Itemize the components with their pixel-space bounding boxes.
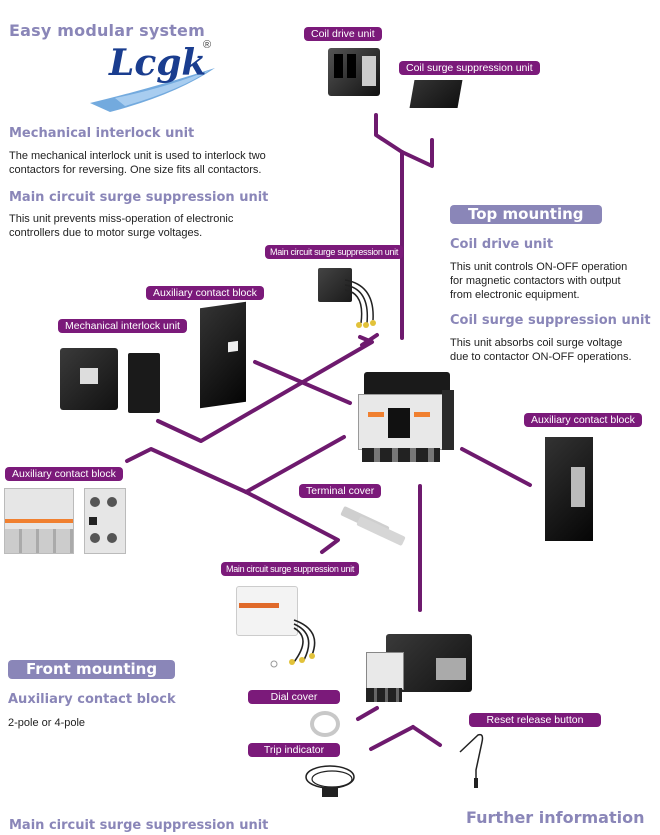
- tag-coil-surge-unit: Coil surge suppression unit: [399, 61, 540, 75]
- thermal-overload-relay-image: [366, 630, 472, 702]
- coil-surge-desc: This unit absorbs coil surge voltage due…: [450, 336, 632, 364]
- coil-drive-unit-image: [328, 48, 380, 96]
- tag-reset-release: Reset release button: [469, 713, 601, 727]
- tag-trip-indicator: Trip indicator: [248, 743, 340, 757]
- aux-contact-right-image: [545, 437, 593, 541]
- further-info-heading: Further information: [466, 808, 645, 827]
- connector-aux-top: [253, 360, 352, 405]
- magnetic-contactor-image: [358, 372, 454, 464]
- tag-aux-contact-top: Auxiliary contact block: [146, 286, 264, 300]
- wire-leads-icon: [270, 619, 316, 668]
- dial-cover-image: [310, 711, 340, 737]
- desc-line: This unit absorbs coil surge voltage: [450, 337, 623, 349]
- coil-surge-heading: Coil surge suppression unit: [450, 313, 651, 328]
- logo-swoosh-icon: [90, 68, 215, 112]
- connector-terminal-cover: [244, 490, 340, 554]
- desc-line: controllers due to motor surge voltages.: [9, 227, 203, 239]
- desc-line: contactors for reversing. One size fits …: [9, 164, 262, 176]
- desc-line: This unit controls ON-OFF operation: [450, 261, 628, 273]
- top-mounting-pill: Top mounting: [450, 205, 602, 224]
- footer-main-surge-heading: Main circuit surge suppression unit: [9, 818, 269, 833]
- reset-release-image: [459, 733, 484, 788]
- terminal-cover-image: [340, 505, 408, 547]
- coil-drive-heading: Coil drive unit: [450, 237, 554, 252]
- connector-aux-right: [460, 447, 532, 487]
- connector-aux-left: [125, 447, 248, 494]
- connector-terminal-branch: [244, 435, 346, 494]
- coil-drive-desc: This unit controls ON-OFF operation for …: [450, 260, 627, 302]
- tag-main-surge-top: Main circuit surge suppression unit: [265, 245, 404, 259]
- tag-coil-drive-unit: Coil drive unit: [304, 27, 382, 41]
- desc-line: due to contactor ON-OFF operations.: [450, 351, 632, 363]
- mech-interlock-desc: The mechanical interlock unit is used to…: [9, 149, 266, 177]
- tag-aux-contact-left: Auxiliary contact block: [5, 467, 123, 481]
- desc-line: This unit prevents miss-operation of ele…: [9, 213, 234, 225]
- mech-interlock-image-2: [128, 353, 160, 413]
- trip-indicator-image: [305, 765, 355, 797]
- tag-aux-contact-right: Auxiliary contact block: [524, 413, 642, 427]
- front-mounting-pill: Front mounting: [8, 660, 176, 679]
- connector-trip-indicator: [369, 725, 415, 751]
- logo-text: Lcgk: [109, 42, 207, 84]
- page-title: Easy modular system: [9, 21, 205, 40]
- front-aux-heading: Auxiliary contact block: [8, 692, 176, 707]
- connector-mech-interlock: [156, 335, 374, 443]
- mech-interlock-heading: Mechanical interlock unit: [9, 126, 195, 141]
- aux-contact-top-image: [200, 301, 246, 409]
- tag-mech-interlock: Mechanical interlock unit: [58, 319, 187, 333]
- desc-line: for magnetic contactors with output: [450, 275, 621, 287]
- tag-dial-cover: Dial cover: [248, 690, 340, 704]
- main-surge-heading: Main circuit surge suppression unit: [9, 190, 269, 205]
- aux-contact-4pole-image: [4, 488, 74, 554]
- aux-contact-2pole-image: [84, 488, 126, 554]
- tag-main-surge-bottom: Main circuit surge suppression unit: [221, 562, 360, 576]
- desc-line: from electronic equipment.: [450, 289, 580, 301]
- wire-leads-icon: [345, 279, 376, 328]
- front-aux-desc: 2-pole or 4-pole: [8, 717, 86, 729]
- connector-reset-release: [411, 725, 442, 747]
- connector-dial-cover: [356, 706, 379, 721]
- brand-logo: Lcgk ®: [85, 39, 225, 115]
- coil-surge-unit-image: [409, 80, 463, 108]
- main-surge-desc: This unit prevents miss-operation of ele…: [9, 212, 233, 240]
- tag-terminal-cover: Terminal cover: [299, 484, 382, 498]
- registered-mark: ®: [203, 39, 212, 51]
- mech-interlock-image-1: [60, 348, 118, 410]
- main-surge-bottom-image: [236, 586, 298, 636]
- desc-line: The mechanical interlock unit is used to…: [9, 150, 266, 162]
